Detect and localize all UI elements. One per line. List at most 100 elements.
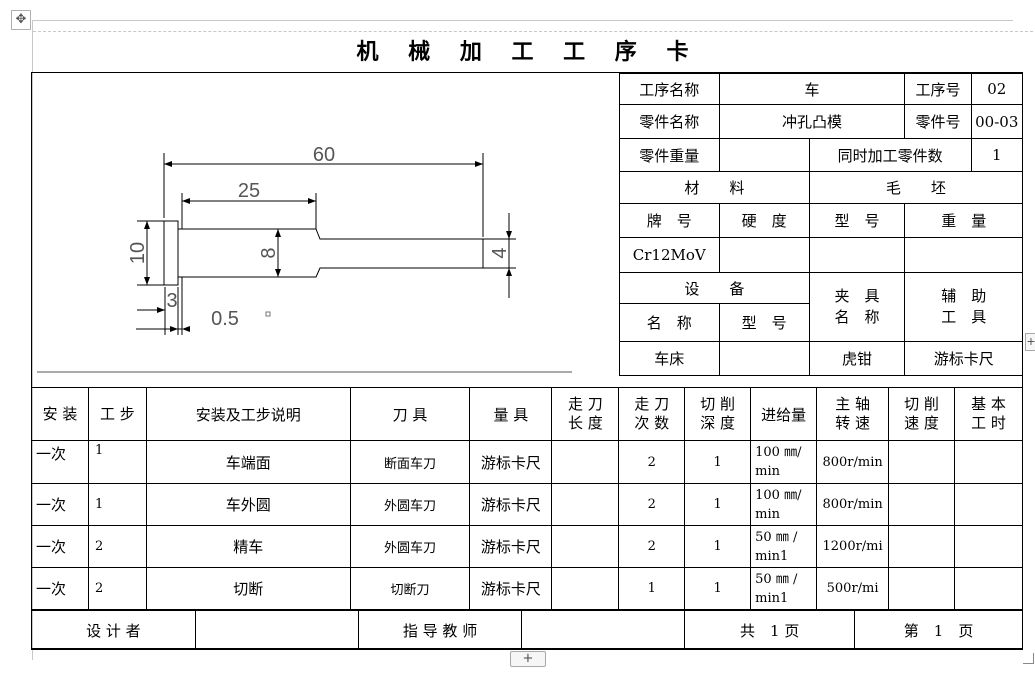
part-name[interactable]: 冲孔凸模 [718,104,906,139]
table-row: 一次 1 车端面 断面车刀 游标卡尺 2 1 100 ㎜/ min 800r/m… [31,440,1023,484]
depth-cell[interactable]: 1 [684,525,752,568]
dim-10: 10 [127,242,149,264]
page-title: 机 械 加 工 工 序 卡 [356,39,700,65]
simul-count-label: 同时加工零件数 [808,138,972,172]
part-no-label: 零件号 [904,104,972,139]
process-no-label: 工序号 [904,73,972,105]
table-row: 一次 1 车外圆 外圆车刀 游标卡尺 2 1 100 ㎜/ min 800r/m… [31,483,1023,526]
col-setup: 安 装 [31,387,89,441]
passes-cell[interactable]: 1 [618,567,686,610]
tool-cell[interactable]: 外圆车刀 [349,525,471,568]
equipment-label: 设 备 [619,272,810,304]
passes-cell[interactable]: 2 [618,525,686,568]
feed-cell[interactable]: 50 ㎜ / min1 [750,567,818,610]
gauge-cell[interactable]: 游标卡尺 [469,525,553,568]
cut-speed-cell[interactable] [888,567,955,610]
gauge-cell[interactable]: 游标卡尺 [469,440,553,484]
move-icon[interactable]: ✥ [11,10,31,30]
length-cell[interactable] [551,440,620,484]
simul-count[interactable]: 1 [970,138,1024,172]
tool-cell[interactable]: 外圆车刀 [349,483,471,526]
grade-value[interactable]: Cr12MoV [619,237,720,273]
aux-tool-value[interactable]: 游标卡尺 [904,341,1023,376]
feed-cell[interactable]: 100 ㎜/ min [750,483,818,526]
part-weight[interactable] [718,138,810,172]
part-head [163,220,179,286]
time-cell[interactable] [954,525,1023,568]
cut-speed-cell[interactable] [888,440,955,484]
process-name[interactable]: 车 [718,73,906,105]
equipment-value[interactable]: 车床 [619,341,720,376]
equipment-type-value[interactable] [718,341,810,376]
steps-header-row: 安 装 工 步 安装及工步说明 刀 具 量 具 走 刀 长 度 走 刀 次 数 … [31,387,1023,441]
setup-cell[interactable]: 一次 [31,440,89,484]
blank-weight-value[interactable] [904,237,1023,273]
part-no[interactable]: 00-03 [970,104,1024,139]
material-label: 材 料 [619,171,810,204]
length-cell[interactable] [551,567,620,610]
length-cell[interactable] [551,525,620,568]
designer-value[interactable] [194,610,359,650]
setup-cell[interactable]: 一次 [31,525,89,568]
fixture-value[interactable]: 虎钳 [808,341,906,376]
speed-cell[interactable]: 800r/min [816,440,890,484]
blank-type-label: 型 号 [808,203,906,238]
page-margin-left [32,20,33,660]
tool-cell[interactable]: 切断刀 [349,567,471,610]
col-tool: 刀 具 [349,387,471,441]
part-weight-label: 零件重量 [619,138,720,172]
add-row-plus-icon[interactable]: + [510,651,546,667]
tool-cell[interactable]: 断面车刀 [349,440,471,484]
setup-cell[interactable]: 一次 [31,483,89,526]
grade-label: 牌 号 [619,203,720,238]
step-cell[interactable]: 1 [87,483,147,526]
blank-type-value[interactable] [808,237,906,273]
col-desc: 安装及工步说明 [145,387,351,441]
total-pages: 共 1 页 [684,610,856,650]
advisor-value[interactable] [521,610,686,650]
part-name-label: 零件名称 [619,104,720,139]
feed-cell[interactable]: 100 ㎜/ min [750,440,818,484]
col-gauge: 量 具 [469,387,553,441]
passes-cell[interactable]: 2 [618,483,686,526]
page-margin-top [33,20,1013,21]
add-column-plus-icon[interactable]: + [1025,333,1035,351]
hardness-value[interactable] [718,237,810,273]
step-cell[interactable]: 2 [87,525,147,568]
desc-cell[interactable]: 车端面 [145,440,351,484]
depth-cell[interactable]: 1 [684,483,752,526]
equipment-type-label: 型 号 [718,303,810,342]
gauge-cell[interactable]: 游标卡尺 [469,567,553,610]
page-margin-dashed [33,31,1033,32]
step-cell[interactable]: 1 [87,440,147,484]
desc-cell[interactable]: 精车 [145,525,351,568]
desc-cell[interactable]: 切断 [145,567,351,610]
equipment-name-label: 名 称 [619,303,720,342]
depth-cell[interactable]: 1 [684,440,752,484]
depth-cell[interactable]: 1 [684,567,752,610]
step-cell[interactable]: 2 [87,567,147,610]
passes-cell[interactable]: 2 [618,440,686,484]
time-cell[interactable] [954,567,1023,610]
resize-handle-icon[interactable] [1023,653,1034,664]
col-depth: 切 削 深 度 [684,387,752,441]
time-cell[interactable] [954,483,1023,526]
desc-cell[interactable]: 车外圆 [145,483,351,526]
speed-cell[interactable]: 500r/mi [816,567,890,610]
gauge-cell[interactable]: 游标卡尺 [469,483,553,526]
time-cell[interactable] [954,440,1023,484]
setup-cell[interactable]: 一次 [31,567,89,610]
cut-speed-cell[interactable] [888,525,955,568]
speed-cell[interactable]: 800r/min [816,483,890,526]
length-cell[interactable] [551,483,620,526]
speed-cell[interactable]: 1200r/mi [816,525,890,568]
col-speed: 主 轴 转 速 [816,387,890,441]
steps-table: 安 装 工 步 安装及工步说明 刀 具 量 具 走 刀 长 度 走 刀 次 数 … [31,387,1023,610]
part-body [178,228,484,278]
dim-0-5: 0.5 [211,308,239,330]
footer-table: 设 计 者 指 导 教 师 共 1 页 第 1 页 [31,610,1023,650]
feed-cell[interactable]: 50 ㎜ / min1 [750,525,818,568]
process-no[interactable]: 02 [970,73,1024,105]
cut-speed-cell[interactable] [888,483,955,526]
advisor-label: 指 导 教 师 [357,610,523,650]
